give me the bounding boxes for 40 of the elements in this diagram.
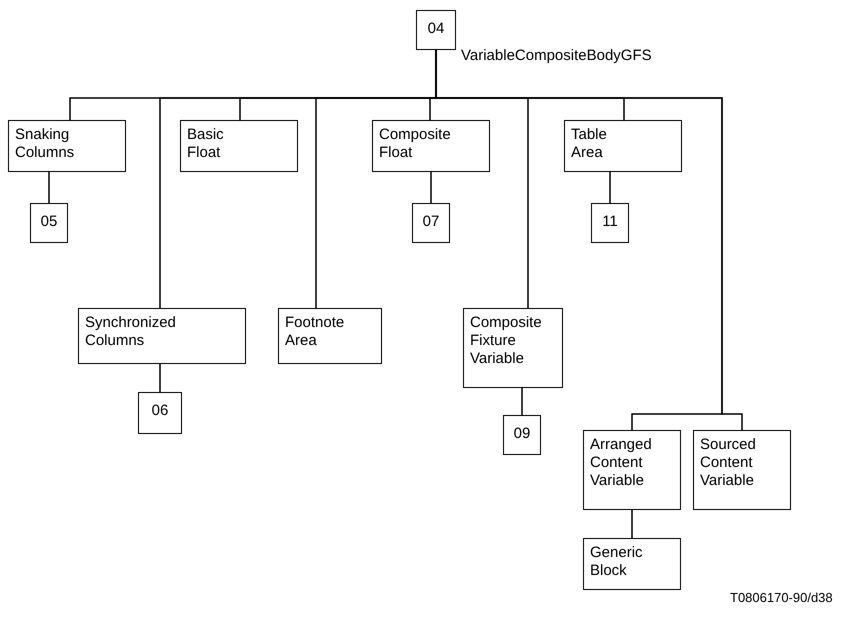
connector-line [521, 388, 523, 415]
class-box [463, 308, 563, 388]
node-text: Footnote Area [285, 314, 344, 349]
class-box [8, 120, 126, 172]
class-box [372, 120, 490, 172]
class-box [583, 538, 681, 590]
number-box [138, 392, 182, 434]
class-box [564, 120, 682, 172]
connector-line [631, 510, 633, 538]
node-text: 04 [428, 20, 444, 37]
structure-name: VariableCompositeBodyGFS [461, 47, 652, 64]
connector-line [159, 364, 161, 392]
node-text: Basic Float [187, 126, 225, 162]
node-text: Generic Block [590, 544, 643, 579]
node-text: 11 [602, 213, 618, 230]
number-box [591, 203, 629, 243]
connector-line [48, 172, 50, 203]
node-text: 06 [152, 402, 168, 419]
class-box [180, 120, 298, 172]
class-box [78, 308, 246, 364]
number-box [30, 203, 68, 243]
class-box [278, 308, 382, 364]
node-text: Arranged Content Variable [590, 436, 652, 489]
node-text: Composite Fixture Variable [470, 314, 542, 367]
figure-code: T0806170-90/d38 [730, 590, 833, 605]
node-text: Sourced Content Variable [700, 436, 756, 489]
node-text: Synchronized Columns [85, 314, 176, 349]
class-box [693, 430, 791, 510]
number-box [412, 203, 450, 243]
connector-line [609, 172, 611, 203]
node-text: 09 [514, 425, 530, 442]
node-text: 05 [40, 213, 58, 230]
class-box [583, 430, 681, 510]
number-box [503, 415, 541, 455]
number-box [416, 10, 456, 50]
node-text: Snaking Columns [15, 126, 74, 161]
connector-line [430, 172, 432, 203]
node-text: Table Area [571, 126, 608, 162]
node-text: Composite Float [379, 126, 451, 161]
node-text: 07 [422, 213, 440, 230]
